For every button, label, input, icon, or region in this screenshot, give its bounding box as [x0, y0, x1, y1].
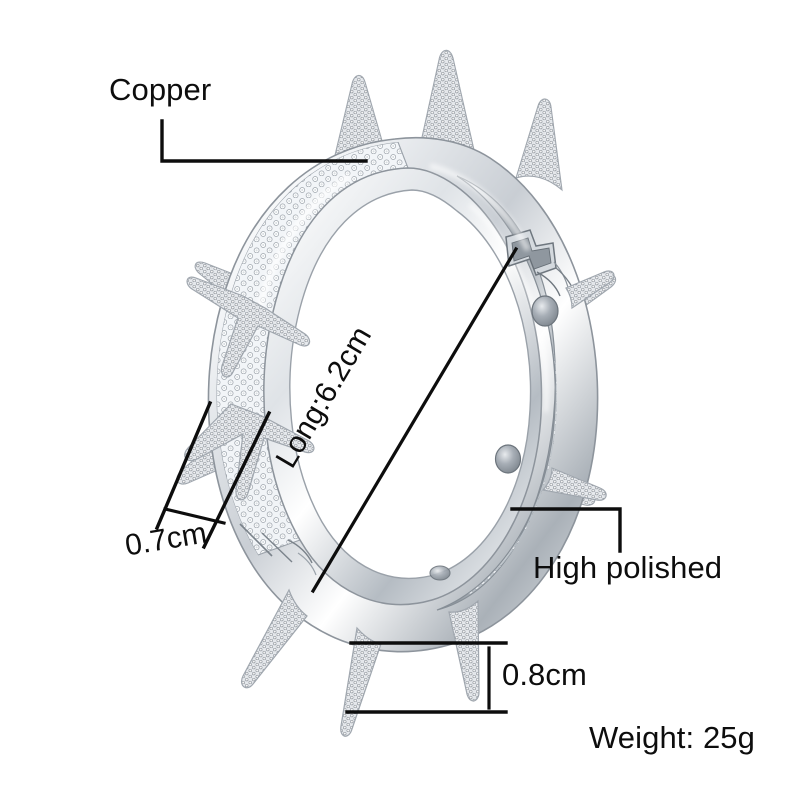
spike-top-right — [515, 98, 563, 192]
spike-bottom-left — [241, 588, 308, 689]
rivet-bottom — [429, 565, 451, 581]
extline-07-b — [201, 410, 272, 550]
bangle-body — [207, 136, 599, 653]
extline-07-a — [154, 400, 213, 531]
dimline-07 — [163, 507, 226, 525]
label-polish: High polished — [533, 550, 723, 585]
spike-right-out — [541, 467, 607, 501]
spike-bottom-center — [340, 626, 382, 737]
leader-high-polished — [510, 507, 622, 553]
label-thickness: 0.8cm — [502, 657, 587, 692]
bangle-clasp — [505, 229, 579, 301]
spike-bottom-right — [448, 599, 480, 702]
rivet-lower — [494, 444, 522, 474]
dimline-long — [310, 246, 519, 594]
leader-copper — [160, 119, 368, 163]
bangle-inner-hole — [289, 189, 532, 580]
rivet-upper — [531, 295, 559, 327]
annotation-lines — [154, 119, 622, 714]
bangle-hinge-bottom — [239, 523, 317, 576]
label-weight: Weight: 25g — [589, 720, 755, 755]
spike-right-small — [565, 270, 615, 310]
label-material: Copper — [109, 72, 212, 107]
spike-left-star — [186, 276, 311, 378]
